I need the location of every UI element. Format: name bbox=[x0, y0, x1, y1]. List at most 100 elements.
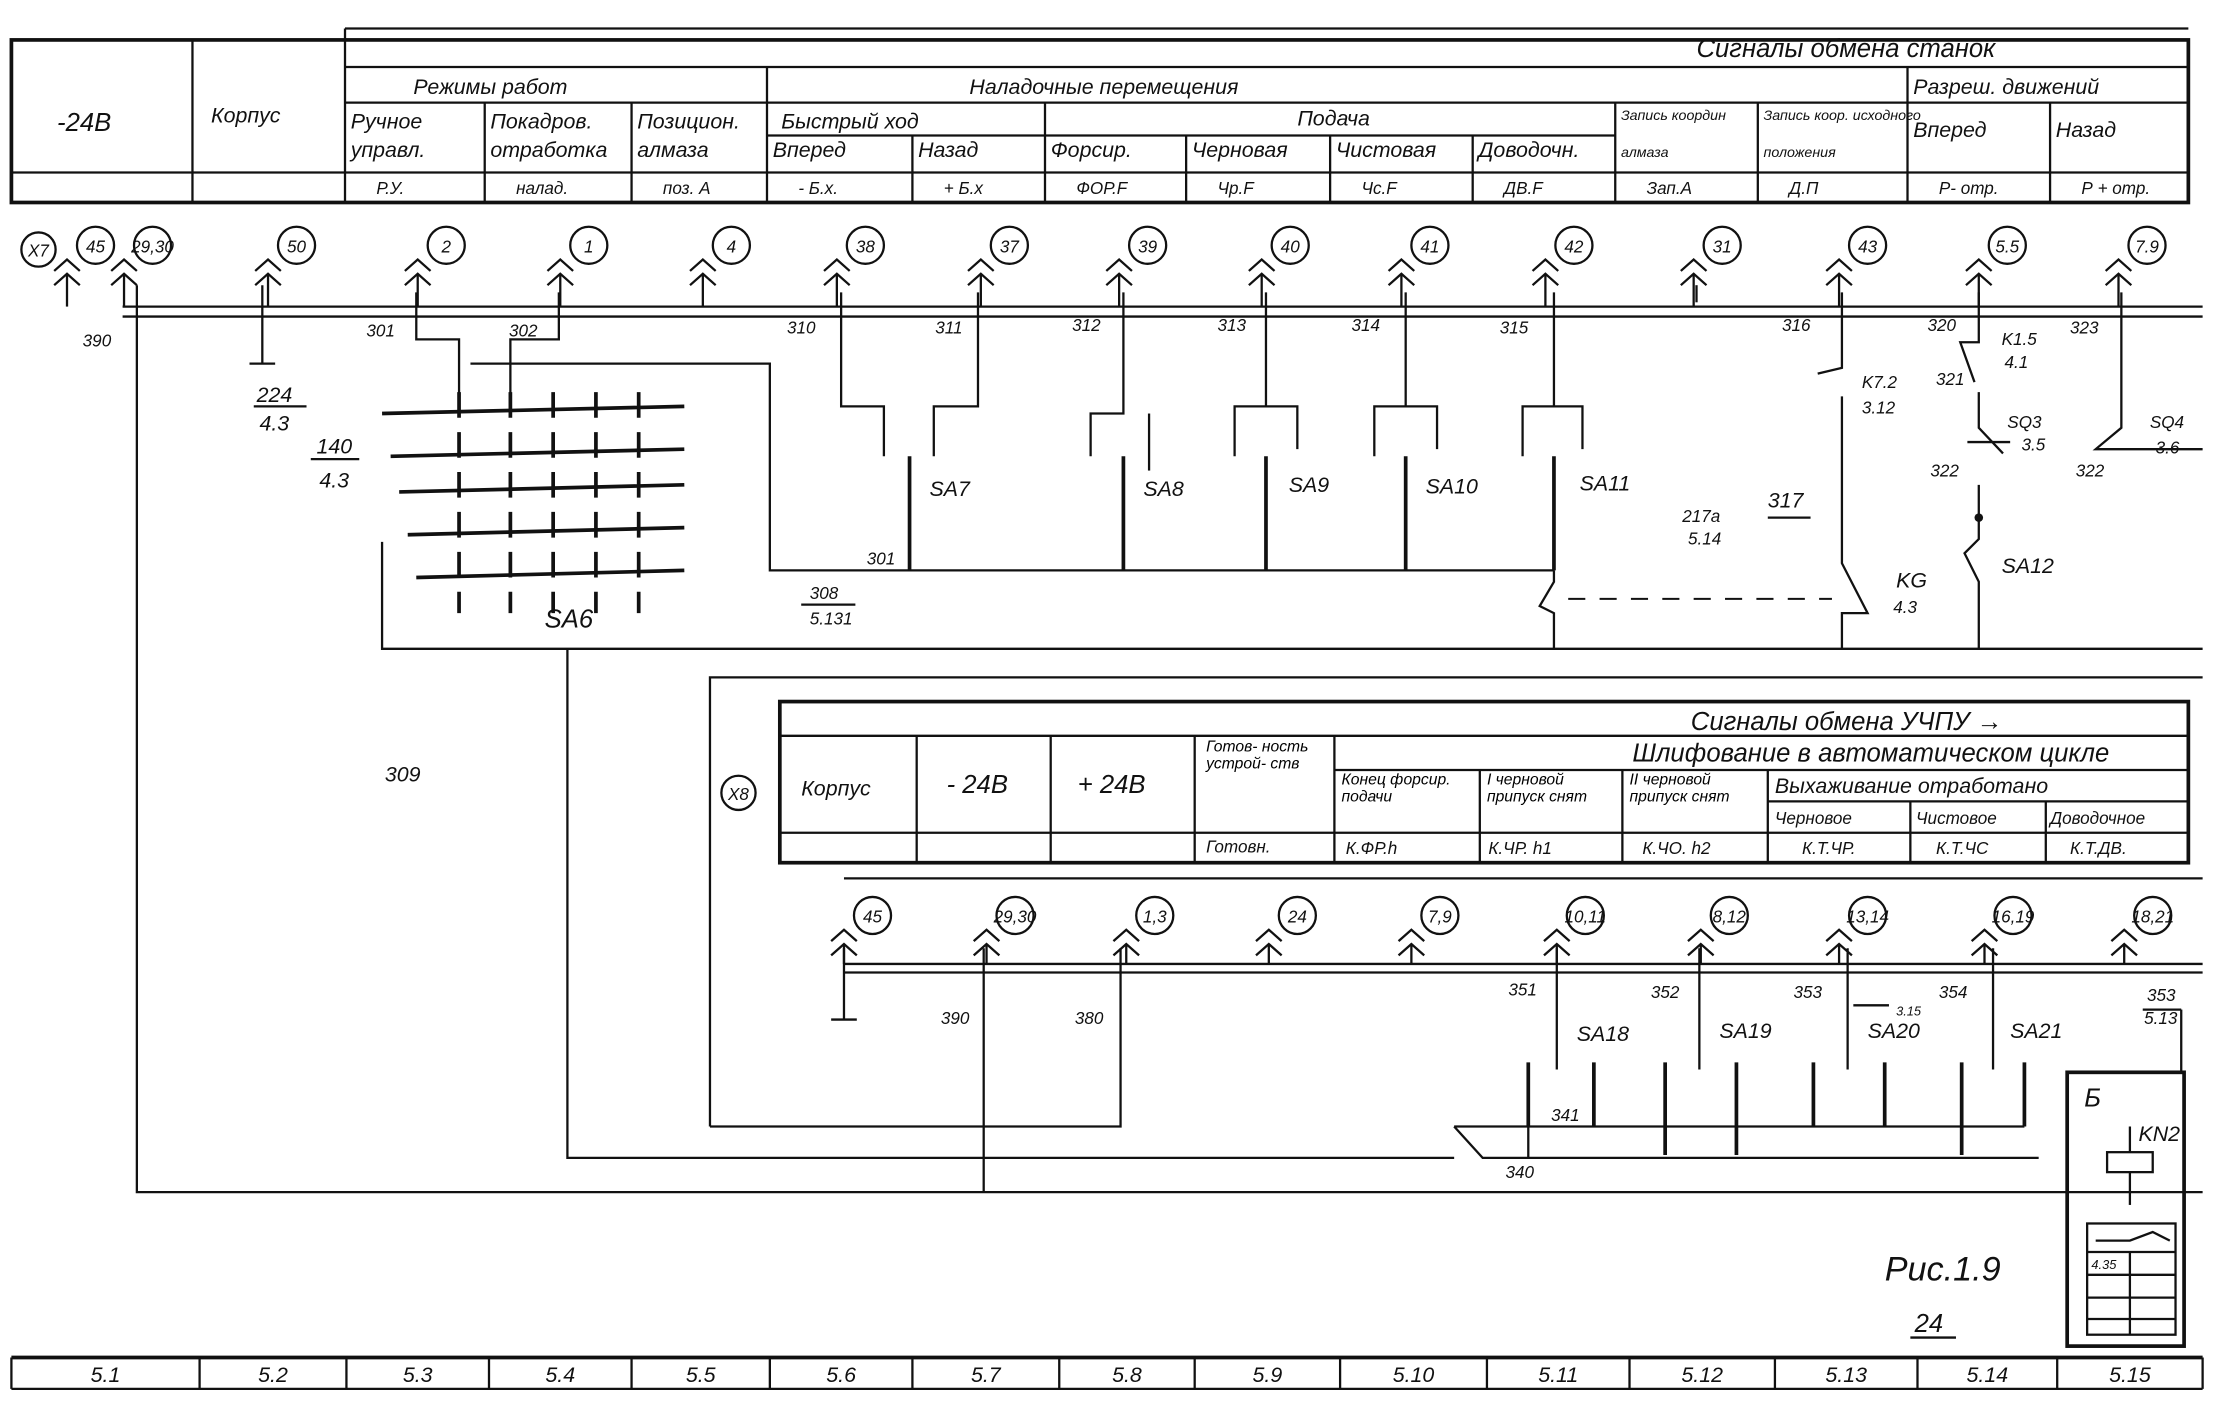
zone-label: 5.11 bbox=[1538, 1363, 1578, 1387]
top-table-title: Сигналы обмена станок bbox=[1697, 35, 1997, 63]
top-col-code: Чс.F bbox=[1361, 179, 1398, 198]
top-pin: 4 bbox=[689, 225, 752, 307]
wire-322a: 322 bbox=[1930, 461, 1959, 480]
top-pin-label: 40 bbox=[1281, 237, 1301, 256]
ref-315: 3.15 bbox=[1896, 1003, 1922, 1018]
zone-label: 5.1 bbox=[91, 1363, 121, 1387]
bottom-labels: 390 380 351 352 353 354 353 5.13 3.15 34… bbox=[941, 980, 2180, 1339]
zone-label: 5.8 bbox=[1112, 1363, 1142, 1387]
b-minus24: - 24В bbox=[947, 771, 1008, 799]
top-pin-label: 43 bbox=[1858, 237, 1878, 256]
wire-390: 390 bbox=[83, 332, 112, 351]
wire-301: 301 bbox=[366, 322, 395, 341]
relay-b: Б bbox=[2084, 1085, 2101, 1113]
sa12-label: SA12 bbox=[2002, 554, 2054, 578]
top-col-code: ФОР.F bbox=[1076, 179, 1128, 198]
bottom-pin-label: 18,21 bbox=[2131, 908, 2174, 927]
sa6-label: SA6 bbox=[545, 605, 594, 633]
top-col-header: Вперед bbox=[1913, 118, 1986, 142]
top-col-header: Ручное bbox=[351, 109, 423, 133]
sa9-label: SA9 bbox=[1289, 473, 1330, 497]
top-col-code: Р + отр. bbox=[2081, 179, 2150, 198]
top-pin: 50 bbox=[254, 225, 317, 307]
top-col-header: Вперед bbox=[773, 138, 846, 162]
top-pin-label: 2 bbox=[440, 237, 451, 256]
wire-309: 309 bbox=[385, 762, 421, 786]
wire-351: 351 bbox=[1508, 980, 1537, 999]
top-col-code: Чр.F bbox=[1217, 179, 1255, 198]
bottom-pin: 8,12 bbox=[1687, 895, 1749, 964]
x8-label: X8 bbox=[727, 785, 749, 804]
top-col-code: Д.П bbox=[1787, 179, 1819, 198]
wire-316: 316 bbox=[1782, 316, 1811, 335]
zone-label: 5.10 bbox=[1393, 1363, 1435, 1387]
ref-224-sheet: 4.3 bbox=[259, 412, 289, 436]
wire-352: 352 bbox=[1651, 983, 1680, 1002]
zone-label: 5.9 bbox=[1253, 1363, 1283, 1387]
sa8-label: SA8 bbox=[1143, 477, 1184, 501]
top-pin: 45 bbox=[53, 225, 116, 307]
zone-label: 5.7 bbox=[971, 1363, 1002, 1387]
group-permit: Разреш. движений bbox=[1913, 75, 2099, 99]
top-pin-label: 50 bbox=[287, 237, 307, 256]
top-wiring bbox=[135, 285, 2203, 1194]
bottom-wiring bbox=[709, 948, 2186, 1348]
sa7-label: SA7 bbox=[930, 477, 972, 501]
top-pin: 7.9 bbox=[2104, 225, 2167, 307]
relay-kn2: KN2 bbox=[2138, 1122, 2180, 1146]
top-pin: 39 bbox=[1105, 225, 1168, 307]
wire-320: 320 bbox=[1927, 316, 1956, 335]
kg-ref: 4.3 bbox=[1893, 598, 1917, 617]
ref-308: 308 bbox=[810, 584, 839, 603]
top-col-code: Р.У. bbox=[376, 179, 404, 198]
wire-311: 311 bbox=[935, 319, 962, 338]
korpus-label: Корпус bbox=[211, 104, 281, 128]
group-modes: Режимы работ bbox=[413, 75, 567, 99]
page-number: 24 bbox=[1914, 1310, 1944, 1338]
top-col-code: Зап.А bbox=[1647, 179, 1692, 198]
b-c1: Конец форсир. подачи bbox=[1341, 771, 1451, 806]
wire-b390: 390 bbox=[941, 1009, 970, 1028]
x7-label: X7 bbox=[27, 242, 50, 261]
ref-353-sheet: 5.13 bbox=[2144, 1009, 2178, 1028]
wire-314: 314 bbox=[1352, 316, 1381, 335]
bottom-pin: 29,30 bbox=[972, 895, 1037, 964]
top-pin: 31 bbox=[1680, 225, 1742, 307]
top-pin-label: 31 bbox=[1713, 237, 1732, 256]
top-pin-label: 5.5 bbox=[1995, 237, 2019, 256]
group-rapid: Быстрый ход bbox=[781, 109, 919, 133]
bottom-pin-label: 1,3 bbox=[1143, 908, 1167, 927]
zone-label: 5.13 bbox=[1825, 1363, 1867, 1387]
ref-140: 140 bbox=[316, 434, 352, 458]
top-col-header: Покадров. bbox=[490, 109, 592, 133]
wire-321: 321 bbox=[1936, 370, 1965, 389]
wire-323: 323 bbox=[2070, 319, 2099, 338]
bottom-pin-label: 13,14 bbox=[1846, 908, 1889, 927]
wire-317: 317 bbox=[1768, 489, 1805, 513]
sa19-label: SA19 bbox=[1719, 1019, 1771, 1043]
top-col-header-2: положения bbox=[1764, 145, 1837, 161]
b-auto: Шлифование в автоматическом цикле bbox=[1632, 739, 2109, 767]
top-pin-label: 42 bbox=[1564, 237, 1584, 256]
b-spark: Выхаживание отработано bbox=[1775, 774, 2048, 798]
b-c6-code: К.Т.ДВ. bbox=[2070, 839, 2127, 858]
sq4-label: SQ4 bbox=[2150, 413, 2184, 432]
top-col-header-2: управл. bbox=[349, 138, 426, 162]
top-pin-label: 38 bbox=[856, 237, 876, 256]
top-pin-label: 4 bbox=[727, 237, 737, 256]
top-pin: 29,30 bbox=[110, 225, 174, 307]
bottom-pin: 24 bbox=[1255, 895, 1318, 964]
top-col-header: Назад bbox=[918, 138, 978, 162]
zone-label: 5.3 bbox=[403, 1363, 433, 1387]
top-col-code: - Б.х. bbox=[798, 179, 838, 198]
zone-label: 5.4 bbox=[545, 1363, 575, 1387]
ref-353: 353 bbox=[2147, 986, 2176, 1005]
ref-308-sheet: 5.131 bbox=[810, 610, 853, 629]
sa11-label: SA11 bbox=[1580, 472, 1631, 496]
group-setup: Наладочные перемещения bbox=[969, 75, 1238, 99]
b-korpus: Корпус bbox=[801, 777, 871, 801]
top-col-code: + Б.х bbox=[944, 179, 985, 198]
wire-340: 340 bbox=[1505, 1163, 1534, 1182]
sa10-label: SA10 bbox=[1426, 474, 1478, 498]
